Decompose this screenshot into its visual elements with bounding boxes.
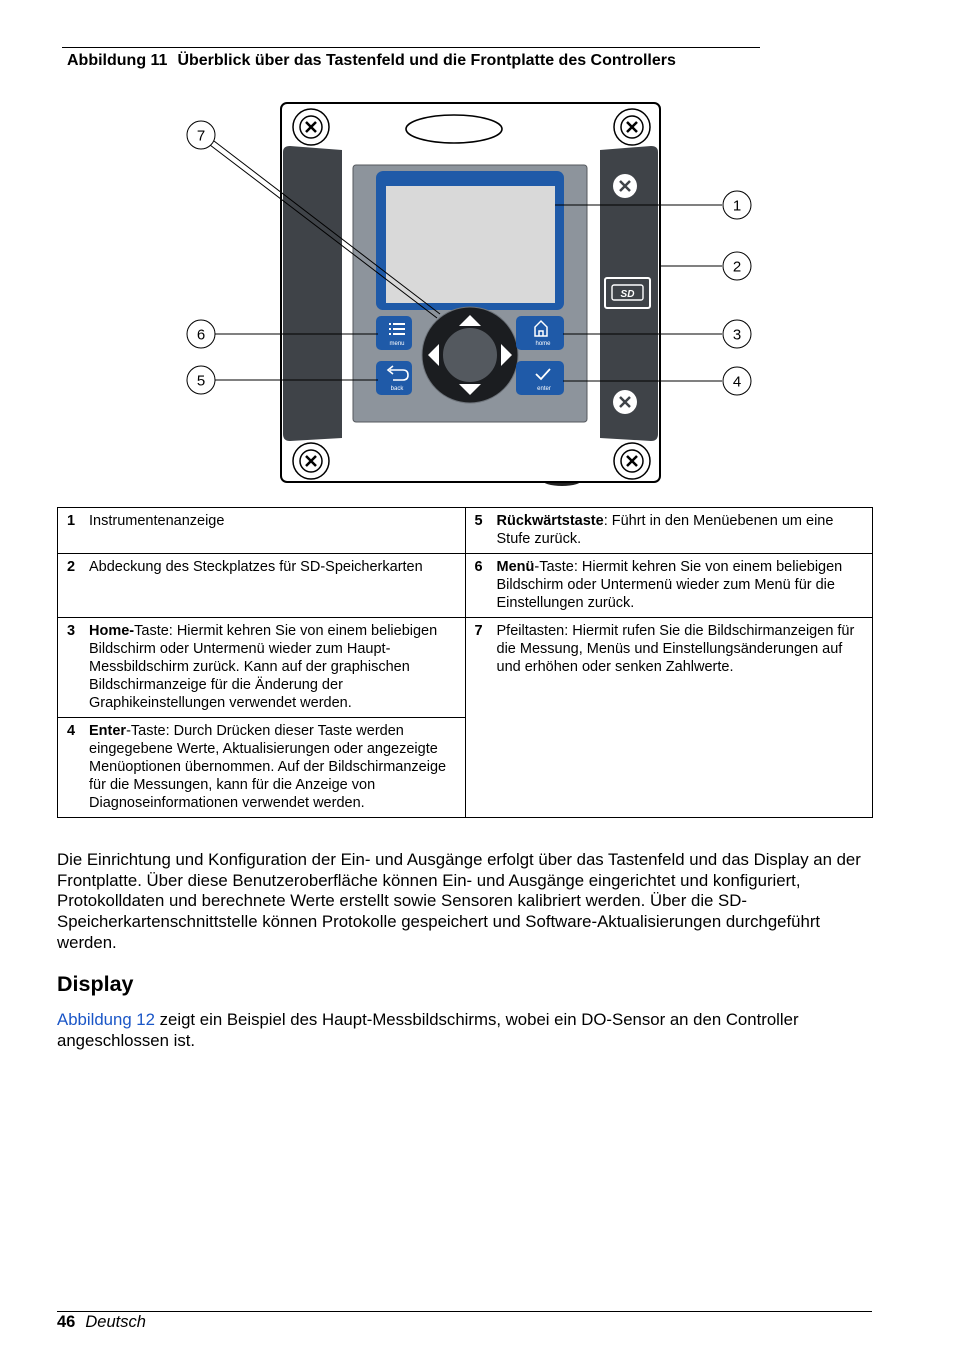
footer-rule xyxy=(57,1311,872,1312)
figure-title: Überblick über das Tastenfeld und die Fr… xyxy=(177,52,676,69)
section-heading-display: Display xyxy=(57,972,134,996)
figure-top-rule xyxy=(62,47,760,48)
callout-circle xyxy=(722,366,752,396)
callout-circle xyxy=(186,319,216,349)
callout-circle xyxy=(722,190,752,220)
callout-2: 2 xyxy=(733,259,741,276)
left-side-panel xyxy=(283,146,342,441)
callout-4: 4 xyxy=(733,374,741,391)
figure-caption: Abbildung 11 Überblick über das Tastenfel… xyxy=(67,52,676,70)
arrow-left-icon xyxy=(428,344,439,366)
page-number: 46 xyxy=(57,1313,76,1331)
callout-circle xyxy=(722,319,752,349)
callout-6: 6 xyxy=(197,327,205,344)
callout-circle xyxy=(186,365,216,395)
menu-icon xyxy=(389,323,405,335)
display-paragraph: Abbildung 12 zeigt ein Beispiel des Haup… xyxy=(57,1010,799,1050)
intro-paragraph: Die Einrichtung und Konfiguration der Ei… xyxy=(57,850,861,952)
callout-circle xyxy=(186,120,216,150)
callout-1: 1 xyxy=(733,198,741,215)
sd-card-icon xyxy=(611,284,644,301)
top-oval-badge xyxy=(405,114,503,144)
sd-label: SD xyxy=(621,289,635,300)
screw-icon xyxy=(613,390,637,414)
screw-icon xyxy=(613,442,651,480)
home-key xyxy=(516,316,564,350)
arrow-right-icon xyxy=(501,344,512,366)
instrument-display xyxy=(386,186,555,303)
figure-number: Abbildung 11 xyxy=(67,52,168,69)
callout-lines xyxy=(209,140,722,382)
home-key-label: home xyxy=(535,341,551,347)
arrow-down-icon xyxy=(459,384,481,395)
checkmark-icon xyxy=(535,368,551,381)
footer-language: Deutsch xyxy=(85,1313,146,1331)
home-icon xyxy=(534,319,548,337)
callout-circle xyxy=(722,251,752,281)
sd-slot-cover xyxy=(604,277,651,309)
right-side-panel xyxy=(600,146,658,441)
arrow-up-icon xyxy=(459,315,481,326)
arrow-keypad-center xyxy=(441,326,499,384)
figure-12-link[interactable]: Abbildung 12 xyxy=(57,1010,155,1029)
screw-icon xyxy=(292,442,330,480)
back-key-label: back xyxy=(391,386,405,392)
enter-key-label: enter xyxy=(537,386,551,392)
screw-icon xyxy=(292,108,330,146)
callout-3: 3 xyxy=(733,327,741,344)
back-icon xyxy=(386,365,409,381)
callout-5: 5 xyxy=(197,373,205,390)
screw-icon xyxy=(613,174,637,198)
controller-illustration: SD menu back home enter 7 1 xyxy=(186,102,752,486)
callout-7: 7 xyxy=(197,128,205,145)
screw-icon xyxy=(613,108,651,146)
menu-key-label: menu xyxy=(389,341,404,347)
page-footer: 46 Deutsch xyxy=(57,1313,146,1332)
